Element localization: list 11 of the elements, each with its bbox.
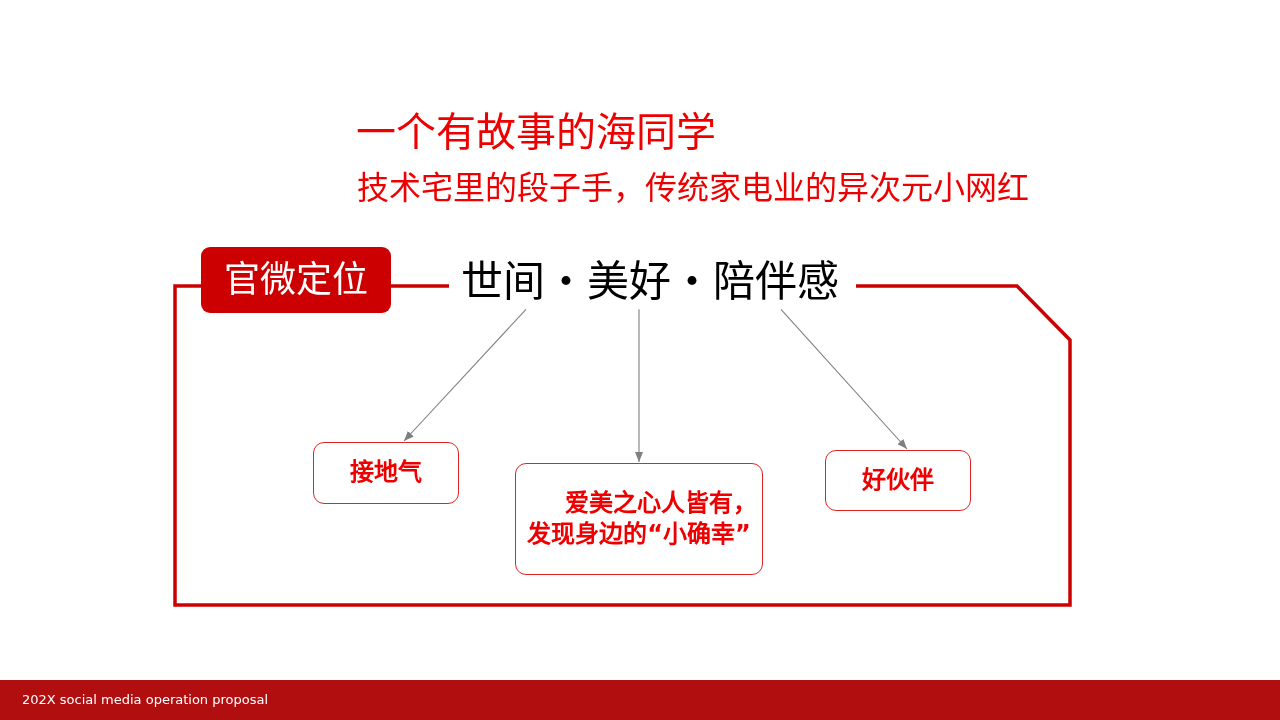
page-title: 一个有故事的海同学 (356, 108, 716, 156)
subtitle-text: 技术宅里的段子手，传统家电业的异次元小网红 (357, 169, 1029, 208)
section-tab: 官微定位 (201, 247, 391, 313)
keyword-box: 好伙伴 (825, 450, 971, 511)
arrow (780, 308, 908, 450)
keyword-box: 接地气 (313, 442, 459, 504)
arrow (635, 308, 643, 463)
section-frame (173, 247, 1072, 609)
arrow (403, 308, 527, 442)
footer-text: 202X social media operation proposal (22, 692, 269, 708)
keyword-box: 爱美之心人皆有，发现身边的“小确幸” (515, 463, 763, 575)
